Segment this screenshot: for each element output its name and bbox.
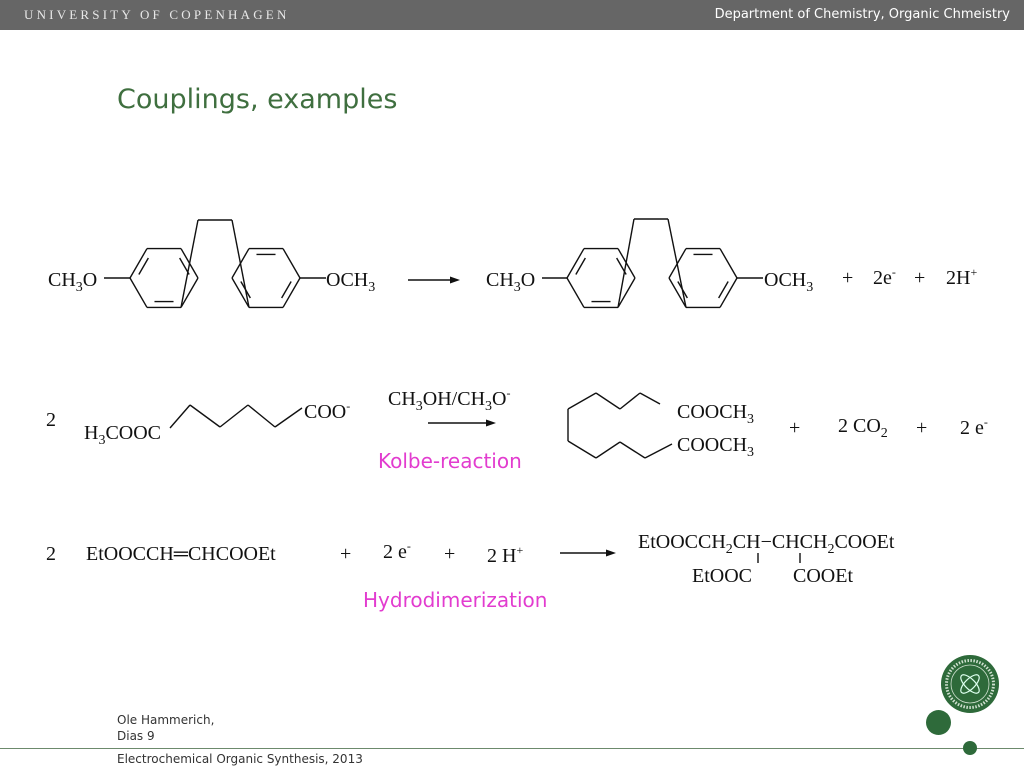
- ring-bond: [282, 277, 301, 308]
- r3-electrons: 2 e-: [383, 539, 411, 563]
- alkyl-chain: [639, 392, 661, 405]
- r2-reactant-right: COO-: [304, 399, 351, 423]
- r1-product-right-group: OCH3: [764, 269, 814, 295]
- r1-plus-1: +: [842, 267, 854, 289]
- alkyl-chain: [619, 441, 646, 459]
- footer-author: Ole Hammerich,: [117, 713, 215, 727]
- ethylene-bridge: [667, 218, 687, 308]
- r2-reactant-left: H3COOC: [84, 422, 162, 448]
- hydrodimerization-label: Hydrodimerization: [363, 588, 548, 612]
- r3-plus-1: +: [340, 543, 352, 565]
- ethylene-bridge: [617, 218, 635, 308]
- ethylene-bridge: [180, 219, 199, 308]
- r3-plus-2: +: [444, 543, 456, 565]
- ring-double-bond: [575, 257, 586, 275]
- alkyl-chain: [567, 392, 597, 410]
- ring-bond: [180, 277, 199, 308]
- footer-slide-number: Dias 9: [117, 729, 155, 743]
- alkyl-chain: [567, 440, 597, 459]
- alkyl-chain: [274, 407, 303, 428]
- reaction-arrow-3: [560, 549, 616, 557]
- ring-bond: [566, 277, 585, 308]
- r2-electrons: 2 e-: [960, 415, 988, 439]
- r2-plus-1: +: [789, 417, 801, 439]
- ring-bond: [129, 277, 148, 308]
- reaction-arrow-1: [408, 276, 460, 284]
- r2-product-top: COOCH3: [677, 401, 755, 427]
- r3-product-main: EtOOCCH2CH−CHCH2COOEt: [638, 531, 895, 557]
- alkyl-chain: [595, 392, 621, 410]
- r1-product-left-group: CH3O: [486, 269, 536, 295]
- r3-reactant: EtOOCCH═CHCOOEt: [86, 543, 276, 565]
- r1-electrons: 2e-: [873, 265, 896, 289]
- footer-divider: [0, 748, 1024, 749]
- alkyl-chain: [247, 404, 276, 428]
- r2-coefficient: 2: [46, 409, 56, 431]
- r1-plus-2: +: [914, 267, 926, 289]
- ring-double-bond: [281, 281, 292, 299]
- ring-double-bond: [718, 281, 729, 299]
- alkyl-chain: [595, 441, 621, 459]
- r1-reactant-right-group: OCH3: [326, 269, 376, 295]
- footer-course: Electrochemical Organic Synthesis, 2013: [117, 752, 363, 766]
- alkyl-chain: [219, 404, 249, 428]
- r3-product-sub-right: COOEt: [793, 565, 853, 587]
- ring-double-bond: [138, 257, 149, 275]
- ring-bond: [617, 277, 636, 308]
- header-bar: UNIVERSITY OF COPENHAGEN Department of C…: [0, 0, 1024, 30]
- alkyl-chain: [189, 404, 221, 428]
- university-seal-logo: [941, 655, 999, 713]
- department-name: Department of Chemistry, Organic Chmeist…: [714, 7, 1010, 22]
- r2-co2: 2 CO2: [838, 415, 888, 441]
- ring-bond: [668, 277, 687, 308]
- r1-reactant-left-group: CH3O: [48, 269, 98, 295]
- alkyl-chain: [644, 443, 673, 459]
- ring-bond: [566, 248, 585, 279]
- ring-bond: [719, 277, 738, 308]
- r2-plus-2: +: [916, 417, 928, 439]
- alkyl-chain: [619, 392, 641, 410]
- ring-bond: [282, 248, 301, 279]
- university-name: UNIVERSITY OF COPENHAGEN: [24, 7, 290, 22]
- r3-product-sub-left: EtOOC: [692, 565, 752, 587]
- ring-bond: [231, 277, 250, 308]
- reaction-arrow-2: [428, 419, 496, 427]
- ethylene-bridge: [231, 219, 250, 308]
- decorative-large-dot: [926, 710, 951, 735]
- decorative-small-dot: [963, 741, 977, 755]
- r1-protons: 2H+: [946, 265, 978, 289]
- slide-title: Couplings, examples: [117, 84, 398, 115]
- r2-product-bottom: COOCH3: [677, 434, 755, 460]
- alkyl-chain: [169, 404, 191, 429]
- r3-protons: 2 H+: [487, 543, 524, 567]
- ring-bond: [129, 248, 148, 279]
- r2-conditions: CH3OH/CH3O-: [388, 386, 511, 414]
- ring-bond: [719, 248, 738, 279]
- kolbe-reaction-label: Kolbe-reaction: [378, 449, 522, 473]
- r3-coefficient: 2: [46, 543, 56, 565]
